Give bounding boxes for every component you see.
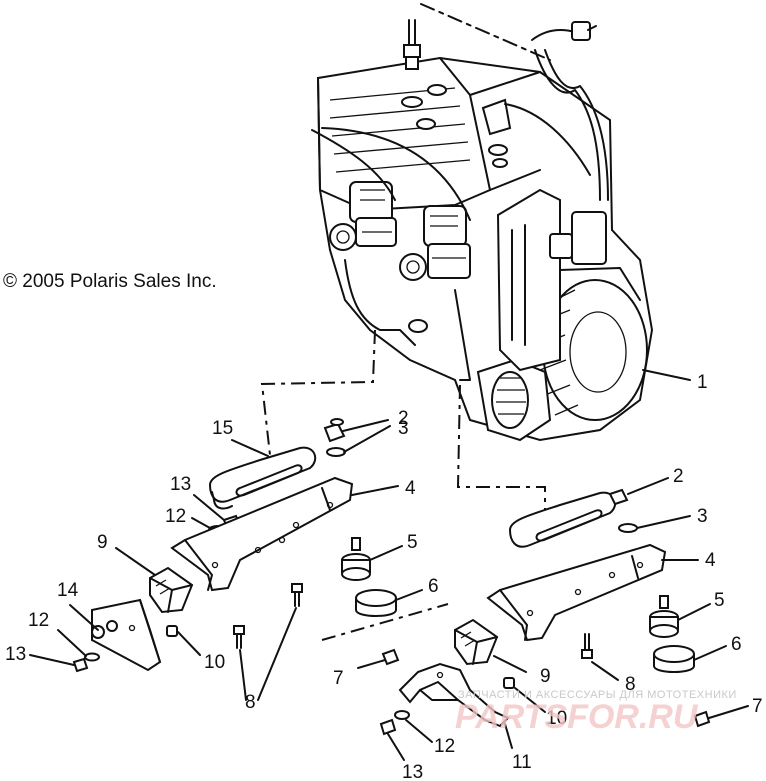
rubber-mount-5b [649, 595, 679, 638]
callout-6-left: 6 [428, 576, 439, 597]
callout-11: 11 [512, 752, 532, 773]
callout-5-left: 5 [407, 532, 418, 553]
callout-2-left: 2 [398, 408, 409, 429]
bolt-8a [233, 625, 245, 649]
damper-block-9a [149, 566, 194, 614]
callout-8-right: 8 [625, 674, 636, 695]
callout-4-right: 4 [705, 550, 716, 571]
carburetor-left [329, 181, 397, 251]
nut-13b [72, 657, 89, 673]
callout-7-right: 7 [752, 696, 763, 717]
rubber-mount-5a [341, 537, 371, 581]
callout-7-left: 7 [333, 668, 344, 689]
callout-10-right: 10 [546, 708, 567, 729]
watermark-subtitle: ЗАПЧАСТИ И АКСЕССУАРЫ ДЛЯ МОТОТЕХНИКИ [458, 689, 737, 701]
watermark: ЗАПЧАСТИ И АКСЕССУАРЫ ДЛЯ МОТОТЕХНИКИ PA… [455, 689, 737, 736]
callout-13-left: 13 [5, 644, 26, 665]
isolator-6a [355, 589, 397, 617]
carburetor-right [399, 205, 471, 281]
bracket-plate-14 [91, 598, 162, 672]
spacer-10b [503, 677, 515, 689]
callout-3-left: 3 [398, 418, 409, 439]
callout-6-right: 6 [731, 634, 742, 655]
watermark-brand: PARTSFOR.RU [455, 698, 699, 736]
callout-15: 15 [212, 418, 233, 439]
mount-bracket-right [486, 543, 667, 642]
damper-block-9b [454, 618, 499, 666]
centerline-lower [321, 603, 449, 641]
leader-lines [29, 419, 749, 761]
nut-2b [608, 488, 629, 506]
nut-2a [323, 422, 346, 443]
slotted-plate-right [508, 491, 617, 548]
bracket-11 [398, 662, 510, 728]
callout-12-top: 12 [165, 506, 186, 527]
centerline-left [260, 329, 376, 456]
callout-13-top: 13 [170, 474, 191, 495]
slotted-plate-left [208, 446, 317, 510]
callout-12-left: 12 [28, 610, 49, 631]
washer-12c [394, 710, 410, 720]
bolt-8b [291, 583, 303, 607]
copyright-notice: © 2005 Polaris Sales Inc. [3, 271, 217, 292]
callout-8-left: 8 [245, 692, 256, 713]
callout-9-left: 9 [97, 532, 108, 553]
callout-2-right: 2 [673, 466, 684, 487]
exhaust-manifold [476, 358, 552, 442]
engine-assembly [311, 3, 691, 442]
isolator-6b [653, 645, 695, 673]
nut-13c [379, 718, 397, 736]
washer-3b [618, 523, 638, 533]
callout-1: 1 [697, 372, 708, 393]
callout-4-left: 4 [405, 478, 416, 499]
callout-labels: 1 2 3 4 15 13 12 9 14 12 13 10 8 5 6 7 2… [5, 372, 763, 781]
callout-10-left: 10 [204, 652, 225, 673]
washer-3a [326, 447, 346, 457]
nut-2a-top [330, 418, 344, 426]
callout-5-right: 5 [714, 590, 725, 611]
mount-bracket-left [170, 476, 354, 592]
callout-9-right: 9 [540, 666, 551, 687]
nut-7a [381, 648, 400, 666]
washer-12b [84, 652, 100, 662]
callout-13-bottom: 13 [402, 762, 423, 781]
spacer-10a [166, 625, 178, 637]
callout-14: 14 [57, 580, 79, 601]
centerline-right [456, 384, 546, 510]
bolt-8c [581, 633, 593, 659]
callout-3-right: 3 [697, 506, 708, 527]
nut-7b [693, 710, 711, 728]
callout-12-bottom: 12 [434, 736, 455, 757]
